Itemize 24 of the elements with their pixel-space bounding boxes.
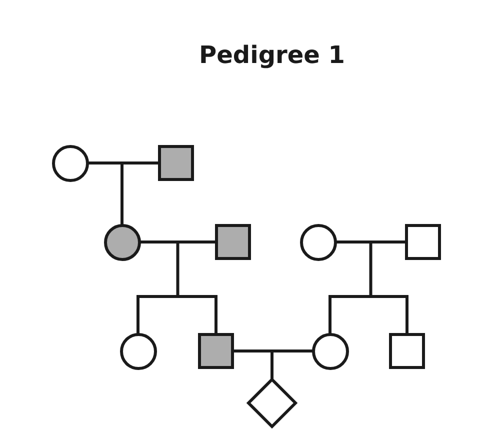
- descent-line: [136, 295, 180, 334]
- partner-line: [139, 240, 216, 244]
- partner-line: [87, 162, 160, 164]
- shaded-circle: [104, 224, 140, 260]
- descent-line: [369, 295, 408, 334]
- shaded-square: [198, 333, 234, 369]
- open-square: [405, 224, 441, 260]
- open-circle: [300, 224, 336, 260]
- partner-line: [232, 350, 313, 352]
- open-square: [389, 333, 425, 369]
- open-circle: [312, 332, 348, 370]
- partner-line: [335, 240, 406, 244]
- open-circle: [120, 332, 156, 370]
- descent-line: [369, 240, 372, 298]
- descent-line: [328, 295, 372, 334]
- descent-line: [270, 350, 274, 380]
- open-circle: [52, 144, 88, 182]
- descent-line: [176, 295, 218, 334]
- diamond-symbol: [247, 378, 297, 428]
- descent-line: [120, 162, 124, 225]
- shaded-square: [158, 145, 194, 181]
- shaded-square: [215, 224, 251, 260]
- diagram-title: Pedigree 1: [199, 41, 345, 69]
- descent-line: [176, 240, 180, 298]
